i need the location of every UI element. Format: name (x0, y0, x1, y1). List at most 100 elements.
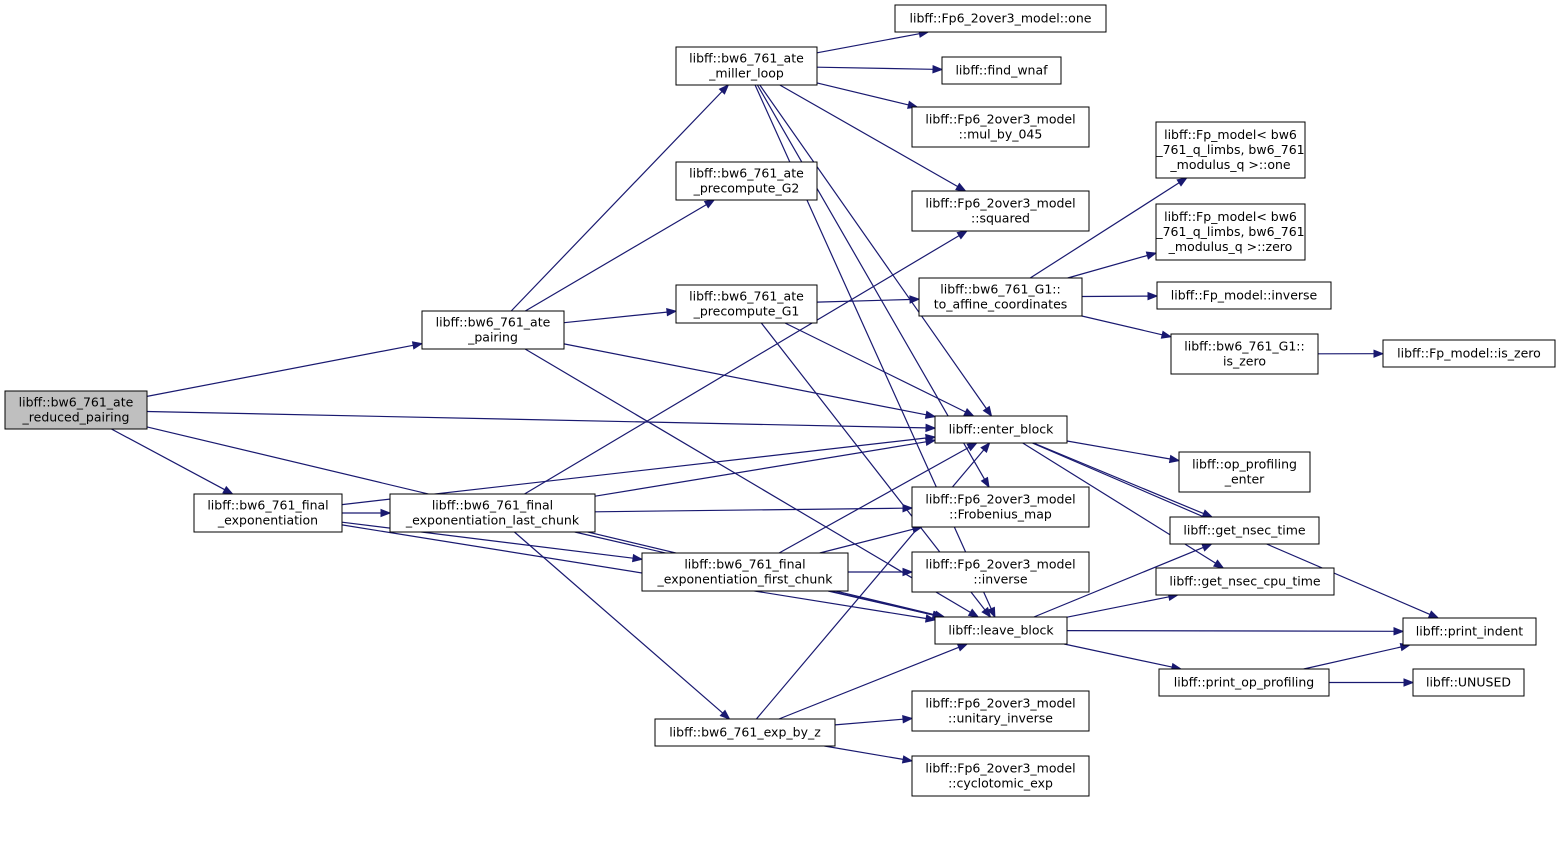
edge-line (1029, 182, 1180, 279)
edge-ate_pairing-to-precompute_G2 (524, 199, 716, 312)
node-squared[interactable]: libff::Fp6_2over3_model::squared (911, 190, 1090, 232)
arrowhead-icon (1201, 543, 1213, 552)
node-nsec-cpu-time[interactable]: libff::get_nsec_cpu_time (1155, 567, 1335, 596)
node-label: ::inverse (973, 572, 1028, 587)
node-box (934, 415, 1068, 444)
node-label: to_affine_coordinates (934, 297, 1068, 312)
edge-last_chunk-to-exp_by_z (514, 531, 731, 720)
edge-line (341, 521, 634, 559)
arrowhead-icon (380, 508, 392, 518)
edge-line (146, 344, 414, 397)
node-cyclotomic-exp[interactable]: libff::Fp6_2over3_model::cyclotomic_exp (911, 755, 1090, 797)
node-leave-block[interactable]: libff::leave_block (934, 616, 1068, 645)
node-exp-by-z[interactable]: libff::bw6_761_exp_by_z (654, 718, 836, 747)
node-box (1155, 121, 1306, 179)
edge-line (816, 82, 909, 106)
node-label: _modulus_q >::one (1169, 157, 1290, 172)
arrowhead-icon (902, 503, 914, 513)
node-to-affine[interactable]: libff::bw6_761_G1::to_affine_coordinates (918, 277, 1083, 317)
node-fp-is-zero[interactable]: libff::Fp_model::is_zero (1382, 339, 1556, 368)
node-label: is_zero (1223, 354, 1266, 369)
node-box (1402, 617, 1537, 646)
node-mul-by-045[interactable]: libff::Fp6_2over3_model::mul_by_045 (911, 106, 1090, 148)
node-label: libff::bw6_761_ate (689, 51, 804, 66)
node-label: ::mul_by_045 (959, 127, 1043, 142)
edge-line (1063, 643, 1173, 668)
arrowhead-icon (1393, 627, 1405, 636)
node-label: libff::get_nsec_time (1183, 523, 1305, 538)
node-box (675, 46, 818, 86)
edge-last_chunk-to-squared (524, 230, 969, 495)
node-fp6-inverse[interactable]: libff::Fp6_2over3_model::inverse (911, 551, 1090, 593)
node-label: _exponentiation_last_chunk (405, 513, 580, 528)
node-box (654, 718, 836, 747)
node-label: libff::leave_block (948, 623, 1054, 638)
edge-enter_block-to-op_prof_enter (1066, 440, 1181, 464)
edge-line (824, 745, 904, 760)
node-unused[interactable]: libff::UNUSED (1412, 668, 1525, 697)
node-print-indent[interactable]: libff::print_indent (1402, 617, 1537, 646)
node-g1-is-zero[interactable]: libff::bw6_761_G1::is_zero (1170, 333, 1319, 375)
node-final-exp[interactable]: libff::bw6_761_final_exponentiation (193, 493, 343, 533)
arrowhead-icon (411, 341, 424, 350)
node-ate-pairing[interactable]: libff::bw6_761_ate_pairing (421, 310, 565, 350)
node-label: libff::print_op_profiling (1174, 675, 1315, 690)
arrowhead-icon (1201, 509, 1214, 518)
node-fp-zero[interactable]: libff::Fp_model< bw6_761_q_limbs, bw6_76… (1155, 203, 1306, 261)
edge-line (1303, 646, 1402, 670)
node-reduced-pairing[interactable]: libff::bw6_761_ate_reduced_pairing (4, 390, 148, 430)
node-label: libff::print_indent (1416, 624, 1523, 639)
node-find-wnaf[interactable]: libff::find_wnaf (941, 56, 1062, 85)
node-label: _761_q_limbs, bw6_761 (1155, 224, 1304, 239)
edge-line (594, 441, 927, 497)
node-precompute-G2[interactable]: libff::bw6_761_ate_precompute_G2 (675, 161, 818, 201)
edge-line (563, 343, 927, 416)
node-frobenius[interactable]: libff::Fp6_2over3_model::Frobenius_map (911, 486, 1090, 528)
edge-leave_block-to-print_op_prof (1063, 643, 1183, 672)
node-label: libff::bw6_761_final (432, 498, 553, 513)
node-box (1170, 333, 1319, 375)
node-print-op-prof[interactable]: libff::print_op_profiling (1158, 668, 1330, 697)
node-first-chunk[interactable]: libff::bw6_761_final_exponentiation_firs… (641, 552, 849, 592)
edge-ate_pairing-to-leave_block (524, 348, 980, 618)
node-box (894, 4, 1107, 33)
node-label: libff::find_wnaf (955, 63, 1048, 78)
arrowhead-icon (1160, 330, 1173, 339)
node-op-prof-enter[interactable]: libff::op_profiling_enter (1178, 451, 1311, 493)
arrowhead-icon (1147, 291, 1159, 301)
node-label: ::squared (971, 211, 1030, 226)
node-box (1158, 668, 1330, 697)
node-box (911, 486, 1090, 528)
edge-precompute_G1-to-to_affine (816, 295, 921, 304)
node-nsec-time[interactable]: libff::get_nsec_time (1169, 516, 1320, 545)
node-fp-one[interactable]: libff::Fp_model< bw6_761_q_limbs, bw6_76… (1155, 121, 1306, 179)
node-label: libff::bw6_761_ate (689, 166, 804, 181)
edge-ate_pairing-to-precompute_G1 (563, 308, 678, 324)
node-precompute-G1[interactable]: libff::bw6_761_ate_precompute_G1 (675, 284, 818, 324)
node-label: libff::bw6_761_ate (19, 395, 134, 410)
node-fp-inverse[interactable]: libff::Fp_model::inverse (1156, 281, 1332, 310)
node-box (1155, 203, 1306, 261)
node-box (934, 616, 1068, 645)
edge-line (1067, 254, 1148, 279)
node-label: libff::Fp6_2over3_model (925, 761, 1075, 776)
node-box (911, 690, 1090, 732)
edge-last_chunk-to-frobenius (594, 503, 914, 513)
arrowhead-icon (1145, 251, 1158, 260)
edge-line (816, 33, 920, 54)
edge-to_affine-to-fp_zero (1067, 251, 1158, 279)
node-miller-loop[interactable]: libff::bw6_761_ate_miller_loop (675, 46, 818, 86)
edge-final_exp-to-first_chunk (341, 521, 644, 563)
arrowhead-icon (1427, 610, 1440, 619)
node-box (421, 310, 565, 350)
node-box (911, 551, 1090, 593)
edge-exp_by_z-to-enter_block (755, 441, 991, 720)
node-label: _precompute_G2 (693, 181, 800, 196)
node-label: ::Frobenius_map (949, 507, 1052, 522)
node-box (389, 493, 596, 533)
node-enter-block[interactable]: libff::enter_block (934, 415, 1068, 444)
node-fp6-one[interactable]: libff::Fp6_2over3_model::one (894, 4, 1107, 33)
node-unitary-inverse[interactable]: libff::Fp6_2over3_model::unitary_inverse (911, 690, 1090, 732)
node-last-chunk[interactable]: libff::bw6_761_final_exponentiation_last… (389, 493, 596, 533)
edge-enter_block-to-nsec_cpu_time (1022, 442, 1225, 569)
